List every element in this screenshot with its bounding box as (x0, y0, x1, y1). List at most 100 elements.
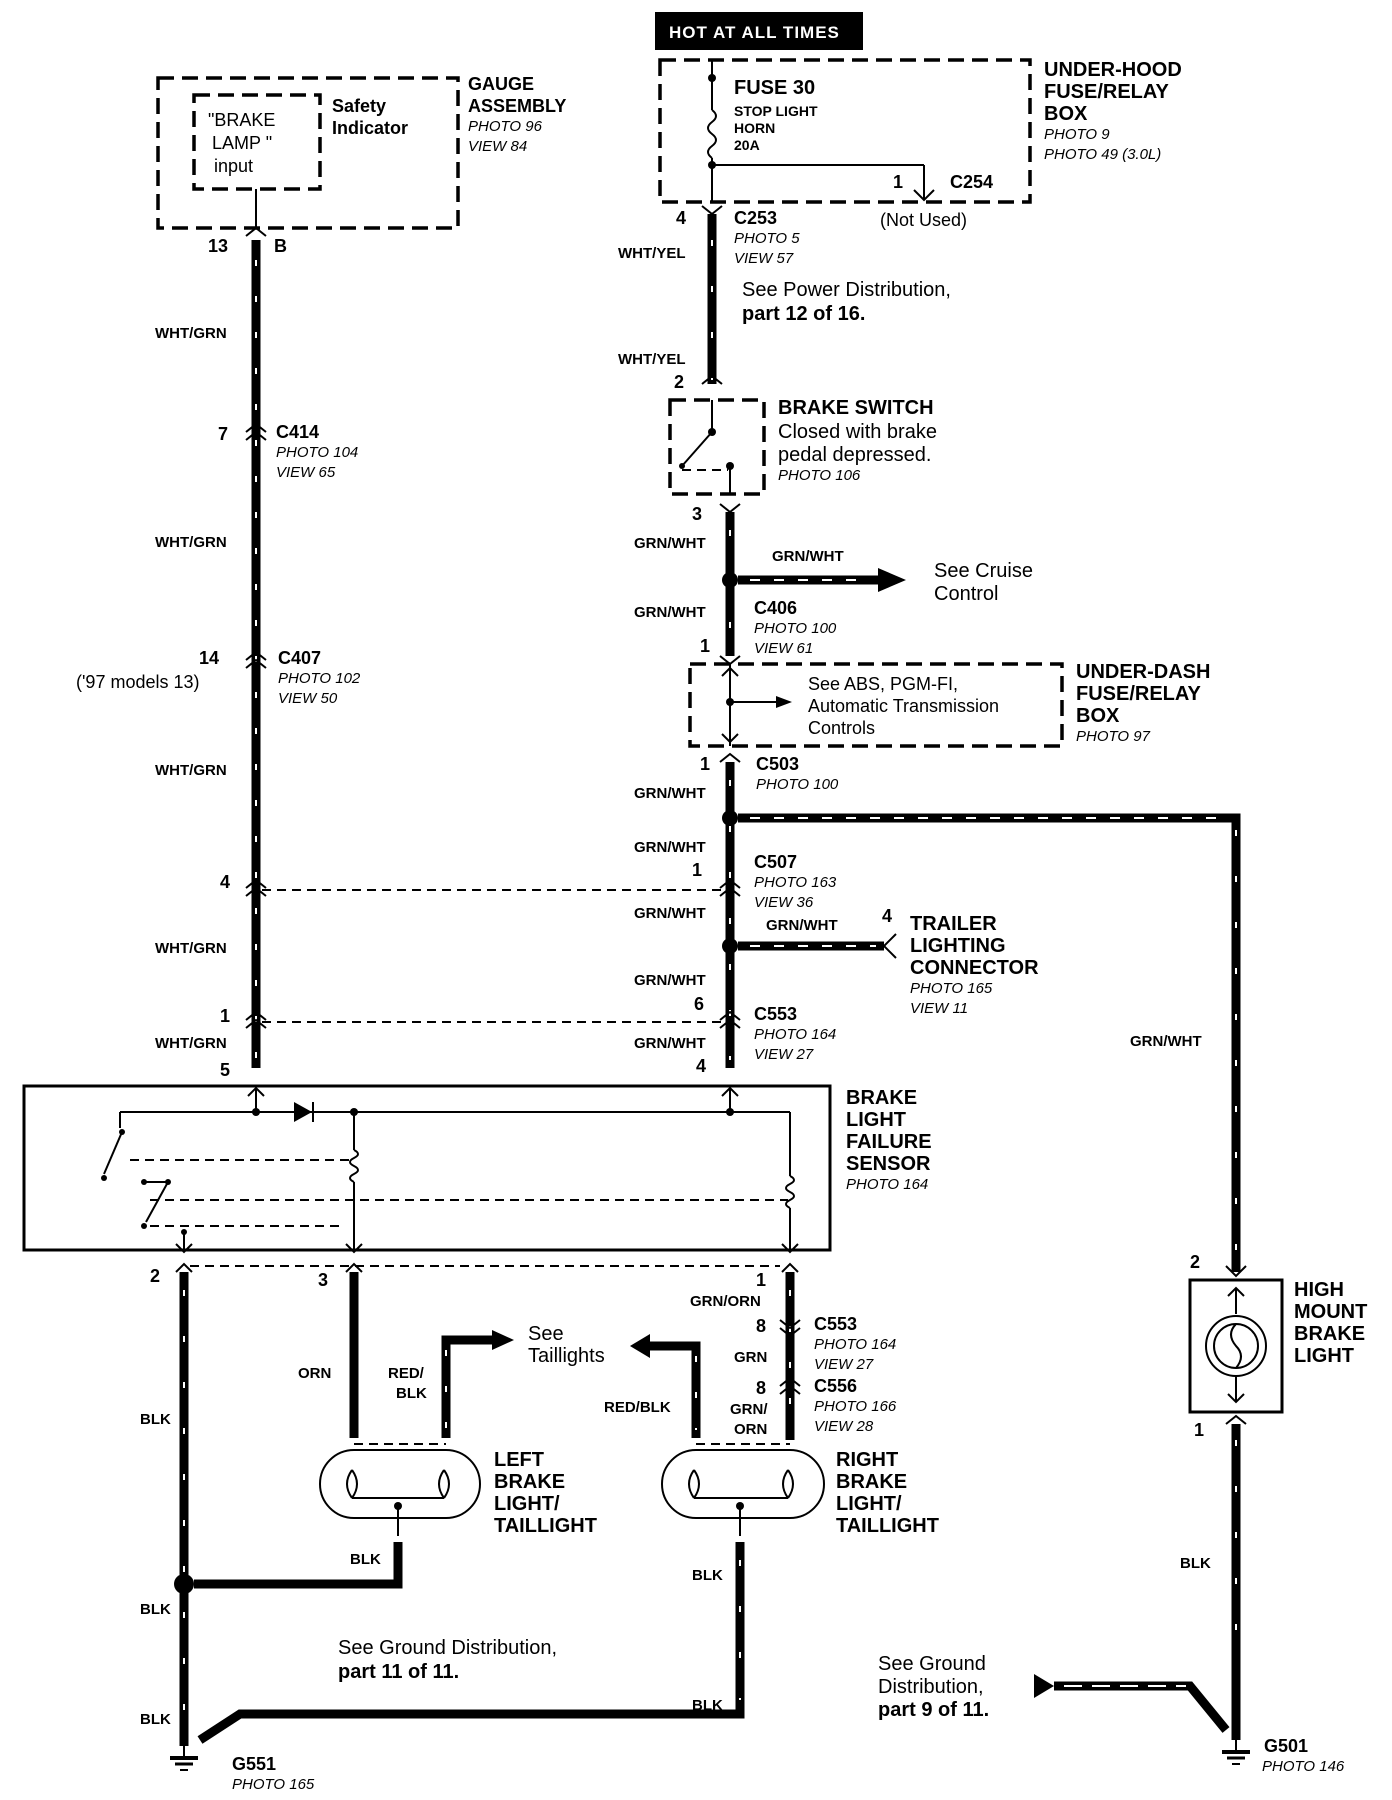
gauge-pin: 13 (208, 236, 228, 256)
g501-photo: PHOTO 146 (1262, 1758, 1345, 1775)
wire-label: GRN/WHT (634, 535, 706, 552)
c407-pin: 14 (199, 648, 219, 668)
gauge-assembly-title: ASSEMBLY (468, 96, 566, 116)
wire-label: WHT/GRN (155, 325, 227, 342)
fuse-30-label: FUSE 30 (734, 77, 815, 99)
filament-icon (1230, 1323, 1242, 1369)
sensor-pin: 3 (318, 1270, 328, 1290)
taillights-note: See (528, 1323, 564, 1345)
right-brake-light-bulb (661, 1449, 825, 1519)
safety-indicator-label: Indicator (332, 118, 408, 138)
wire-label: BLK (1180, 1555, 1211, 1572)
brake-switch-pin: 3 (692, 504, 702, 524)
trailer-pin: 4 (882, 906, 892, 926)
g501-name: G501 (1264, 1736, 1308, 1756)
brake-switch-box (668, 398, 766, 496)
right-light-title: LIGHT/ (836, 1493, 902, 1515)
c407-name: C407 (278, 648, 321, 668)
connector-c553-bottom (779, 1319, 801, 1338)
wire-label: GRN/WHT (634, 604, 706, 621)
c507-left-pin: 4 (220, 872, 230, 892)
relay-contact (101, 1175, 107, 1181)
c414-photo: PHOTO 104 (276, 444, 358, 461)
under-dash-title: FUSE/RELAY (1076, 683, 1202, 705)
wire-label: GRN/WHT (634, 905, 706, 922)
c253-name: C253 (734, 208, 777, 228)
connector-c507-right (719, 878, 741, 897)
c406-pin: 1 (700, 636, 710, 656)
wire-label: BLK (396, 1385, 427, 1402)
sensor-title: FAILURE (846, 1131, 932, 1153)
c553-right-pin: 6 (694, 994, 704, 1014)
c414-view: VIEW 65 (276, 464, 336, 481)
trailer-view: VIEW 11 (910, 1000, 968, 1017)
splice-point (722, 572, 738, 588)
blk-wire (194, 1542, 403, 1589)
safety-indicator-label: Safety (332, 96, 386, 116)
c553-bottom-photo: PHOTO 164 (814, 1336, 896, 1353)
c503-photo: PHOTO 100 (756, 776, 839, 793)
filament-icon (688, 1469, 700, 1499)
switch-blade (681, 431, 713, 467)
arrow-down-icon (175, 1243, 193, 1254)
under-dash-title: UNDER-DASH (1076, 661, 1210, 683)
connector-c556 (779, 1376, 801, 1395)
under-hood-title: FUSE/RELAY (1044, 81, 1170, 103)
c553-left-pin: 1 (220, 1006, 230, 1026)
wire-label: RED/ (388, 1365, 425, 1382)
splice-point (252, 1108, 260, 1116)
sensor-pin: 2 (150, 1266, 160, 1286)
c556-photo: PHOTO 166 (814, 1398, 897, 1415)
filament-icon (438, 1469, 450, 1499)
wire-label: BLK (140, 1601, 171, 1618)
wire-label: GRN/WHT (634, 972, 706, 989)
under-dash-photo: PHOTO 97 (1076, 728, 1151, 745)
under-hood-photo: PHOTO 9 (1044, 126, 1110, 143)
arrow-up-icon (721, 666, 739, 677)
wire-label: WHT/YEL (618, 351, 686, 368)
wire-label: GRN/WHT (766, 917, 838, 934)
wire-label: GRN (734, 1349, 767, 1366)
under-hood-fuse-box (658, 58, 1032, 204)
wire-label: WHT/GRN (155, 1035, 227, 1052)
c556-view: VIEW 28 (814, 1418, 874, 1435)
ground-distribution-note: part 11 of 11. (338, 1661, 459, 1683)
gauge-assembly-title: GAUGE (468, 74, 534, 94)
high-mount-title: LIGHT (1294, 1345, 1354, 1367)
c253-photo: PHOTO 5 (734, 230, 800, 247)
connector-sensor-pin2 (175, 1262, 193, 1273)
connector-c503 (719, 752, 741, 763)
arrow-down-icon (345, 1243, 363, 1254)
c553-bottom-view: VIEW 27 (814, 1356, 874, 1373)
wire-label: GRN/ (730, 1401, 768, 1418)
c407-pin-note: ('97 models 13) (76, 672, 200, 692)
right-light-title: TAILLIGHT (836, 1515, 939, 1537)
c503-pin: 1 (700, 754, 710, 774)
gauge-photo: PHOTO 96 (468, 118, 543, 135)
c254-pin: 1 (893, 172, 903, 192)
c503-name: C503 (756, 754, 799, 774)
fuse-30-symbol (707, 109, 717, 159)
high-mount-title: HIGH (1294, 1279, 1344, 1301)
wire-label: BLK (140, 1411, 171, 1428)
brake-lamp-input-label: "BRAKE (208, 110, 275, 130)
connector-high-mount-bottom (1225, 1414, 1247, 1425)
c553-bottom-pin: 8 (756, 1316, 766, 1336)
filament-icon (782, 1469, 794, 1499)
left-light-title: LEFT (494, 1449, 544, 1471)
brake-switch-pin: 2 (674, 372, 684, 392)
under-dash-note: See ABS, PGM-FI, (808, 674, 958, 694)
ground-distribution-note: Distribution, (878, 1676, 984, 1698)
trailer-title: LIGHTING (910, 935, 1006, 957)
blk-wire (197, 1542, 745, 1744)
high-mount-pin: 1 (1194, 1420, 1204, 1440)
wire-label: ORN (734, 1421, 767, 1438)
arrow-down-icon (721, 733, 739, 744)
power-distribution-note: See Power Distribution, (742, 279, 951, 301)
c406-view: VIEW 61 (754, 640, 813, 657)
splice-point (726, 1108, 734, 1116)
coil-icon (785, 1175, 795, 1209)
under-hood-title: BOX (1044, 103, 1088, 125)
fuse-desc: STOP LIGHT (734, 103, 818, 119)
left-light-title: BRAKE (494, 1471, 565, 1493)
